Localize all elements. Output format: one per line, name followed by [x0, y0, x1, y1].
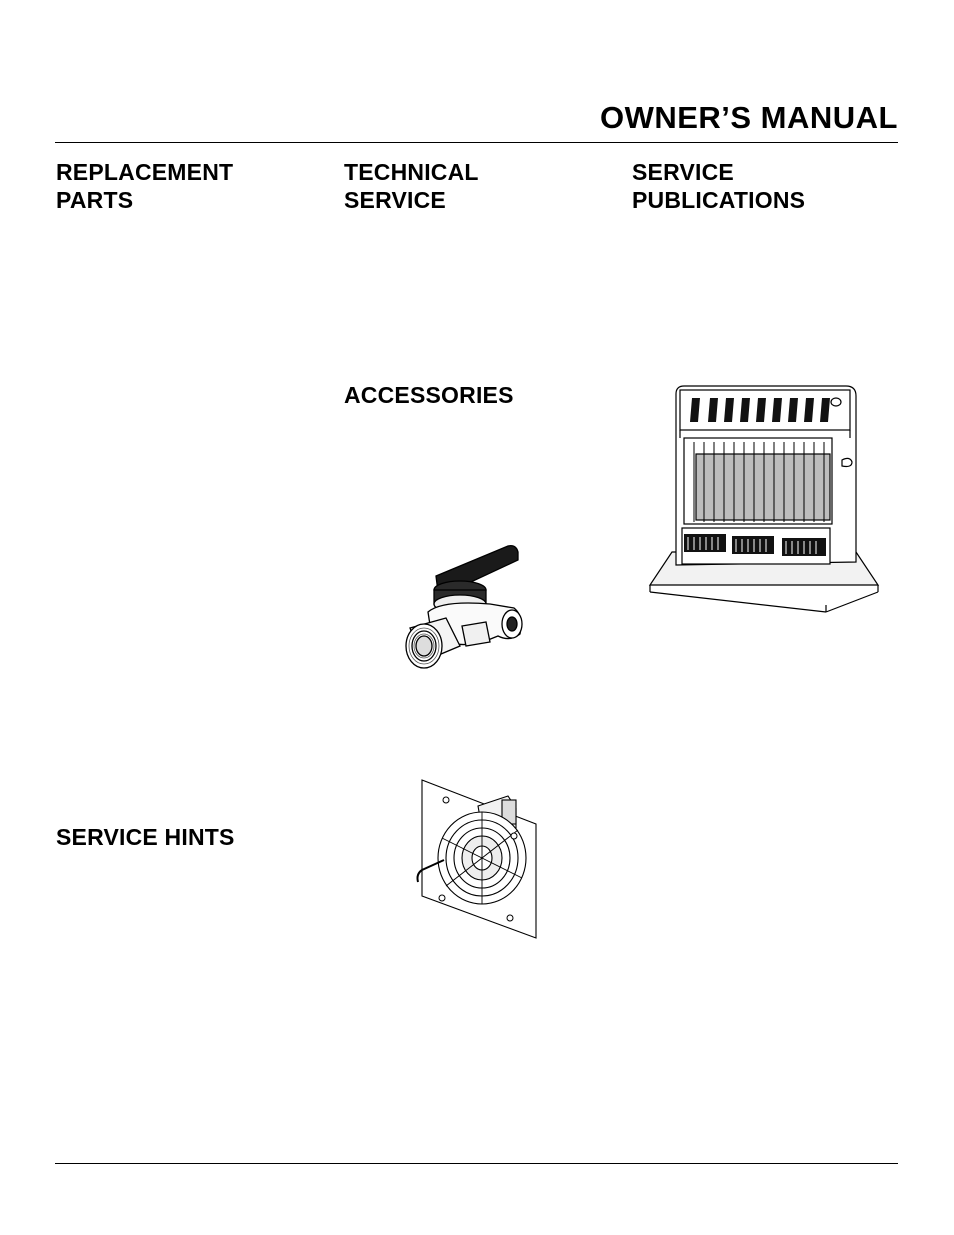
- replacement-parts-line1: REPLACEMENT: [56, 159, 234, 185]
- page-title: OWNER’S MANUAL: [599, 100, 898, 135]
- gas-valve-illustration: [405, 544, 523, 669]
- service-hints-heading: SERVICE HINTS: [56, 824, 235, 850]
- heater-illustration: [648, 385, 880, 613]
- technical-service-line1: TECHNICAL: [344, 159, 479, 185]
- service-publications-heading: SERVICE PUBLICATIONS: [632, 158, 805, 214]
- blower-fan-illustration: [416, 779, 537, 939]
- replacement-parts-heading: REPLACEMENT PARTS: [56, 158, 233, 214]
- service-publications-line1: SERVICE: [632, 159, 734, 185]
- header-rule: [55, 142, 898, 143]
- service-publications-line2: PUBLICATIONS: [632, 187, 806, 213]
- accessories-heading: ACCESSORIES: [344, 382, 514, 408]
- technical-service-heading: TECHNICAL SERVICE: [344, 158, 479, 214]
- replacement-parts-line2: PARTS: [56, 187, 134, 213]
- technical-service-line2: SERVICE: [344, 187, 446, 213]
- footer-rule: [55, 1163, 898, 1164]
